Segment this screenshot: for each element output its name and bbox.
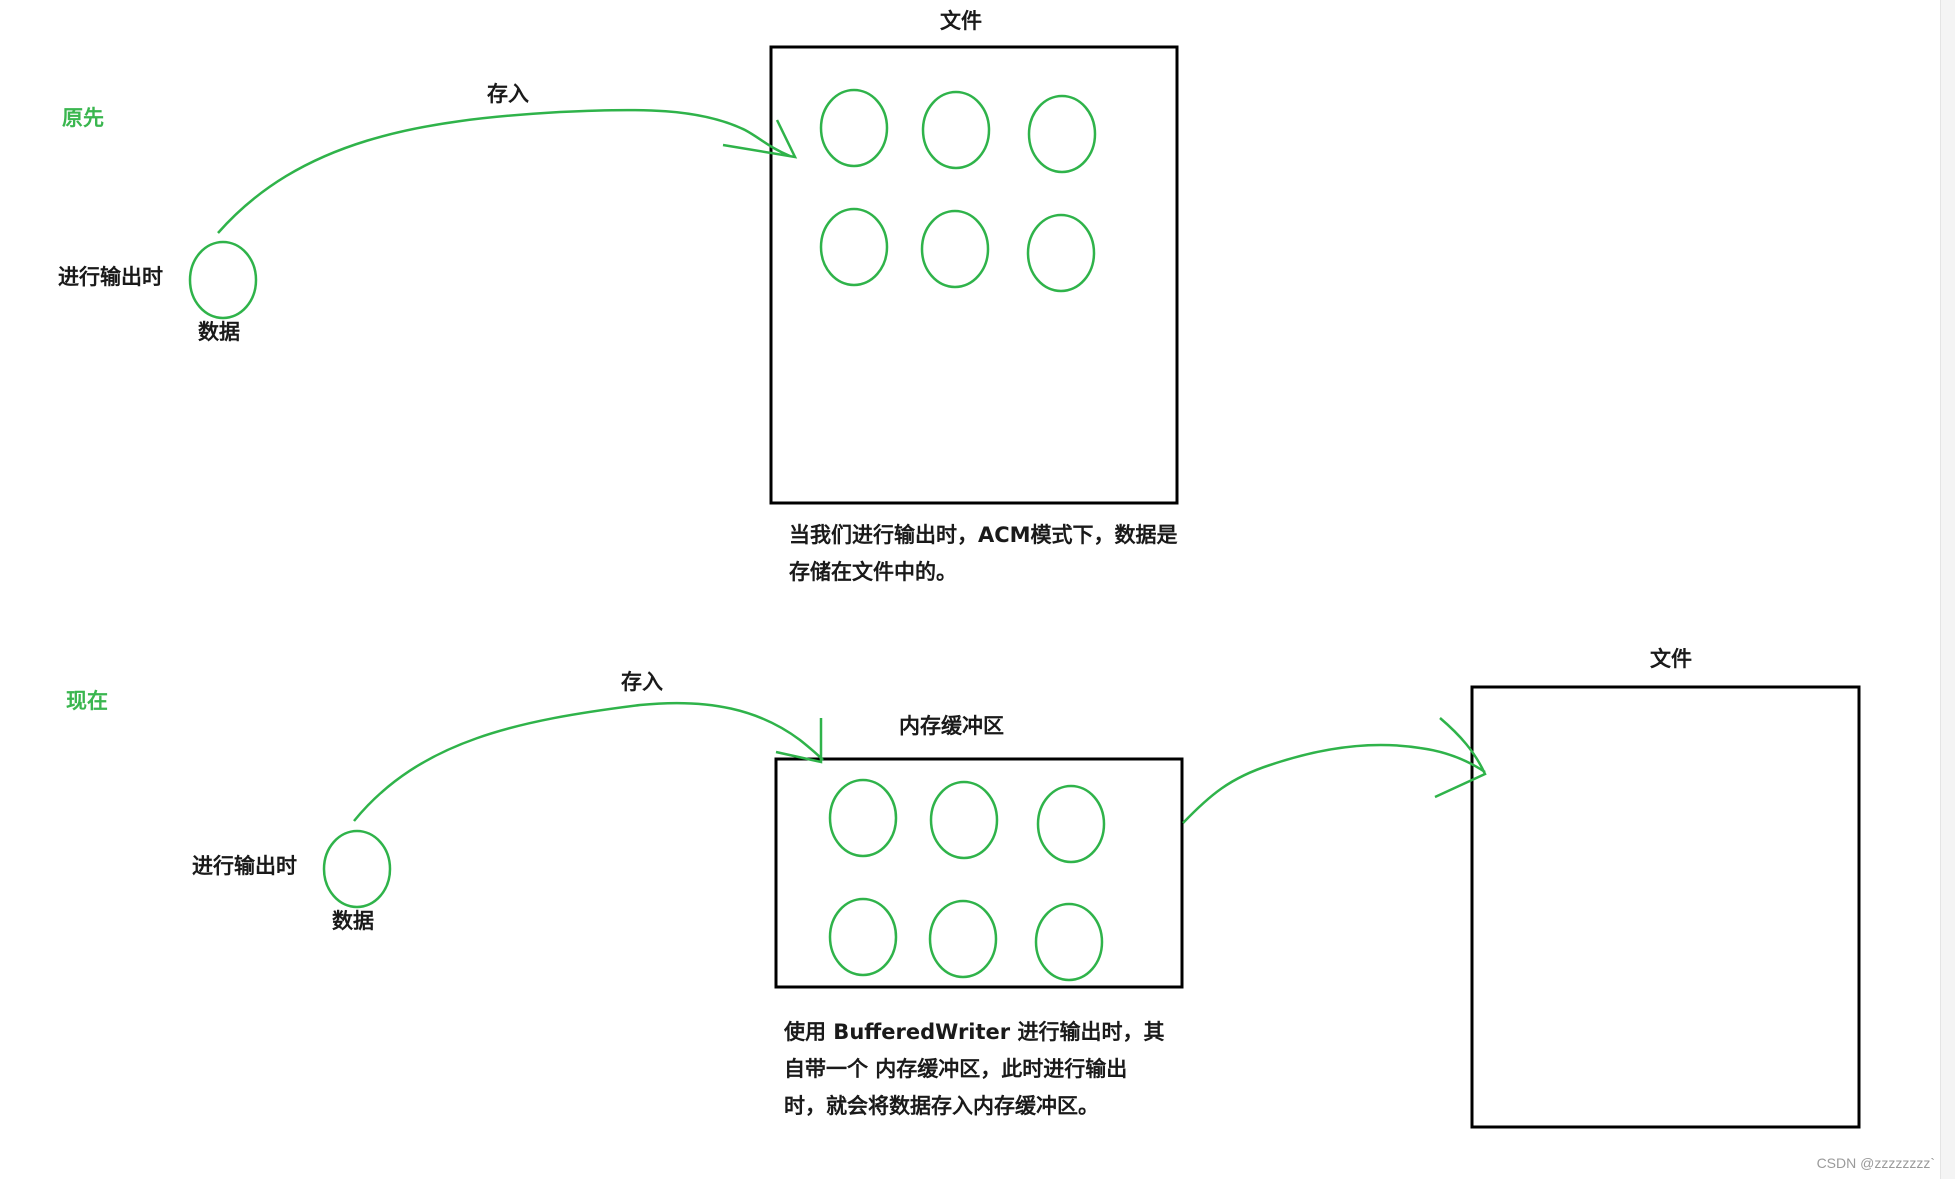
top-data-circle bbox=[188, 240, 258, 320]
top-file-title: 文件 bbox=[940, 9, 982, 33]
file-data-circle bbox=[819, 207, 889, 287]
buffer-data-circle bbox=[928, 899, 998, 979]
buffer-data-circle bbox=[828, 778, 898, 858]
bottom-data-circle bbox=[322, 829, 392, 909]
bottom-caption: 使用 BufferedWriter 进行输出时，其 自带一个 内存缓冲区，此时进… bbox=[784, 1014, 1164, 1125]
top-store-label: 存入 bbox=[487, 82, 529, 106]
file-data-circle bbox=[1026, 213, 1096, 293]
top-data-label: 数据 bbox=[198, 320, 240, 344]
caption-line: 存储在文件中的。 bbox=[789, 560, 957, 584]
bottom-store-label: 存入 bbox=[621, 670, 663, 694]
caption-line: 时，就会将数据存入内存缓冲区。 bbox=[784, 1094, 1099, 1118]
buffer-data-circle bbox=[1036, 784, 1106, 864]
watermark: CSDN @zzzzzzzz` bbox=[1816, 1155, 1935, 1171]
bottom-store-arrow bbox=[353, 701, 824, 822]
top-file-data-circles bbox=[819, 88, 1097, 293]
caption-line: 当我们进行输出时，ACM模式下，数据是 bbox=[789, 523, 1178, 547]
buffer-data-circle bbox=[828, 897, 898, 977]
file-data-circle bbox=[819, 88, 889, 168]
flush-arrow bbox=[1182, 743, 1486, 824]
top-arrowhead bbox=[722, 119, 798, 159]
buffer-data-circle bbox=[929, 780, 999, 860]
file-data-circle bbox=[1027, 94, 1097, 174]
top-caption: 当我们进行输出时，ACM模式下，数据是 存储在文件中的。 bbox=[789, 517, 1178, 591]
bottom-file-box bbox=[1470, 685, 1861, 1129]
bottom-output-label: 进行输出时 bbox=[192, 854, 297, 878]
file-data-circle bbox=[921, 90, 991, 170]
bottom-file-title: 文件 bbox=[1650, 647, 1692, 671]
file-data-circle bbox=[920, 209, 990, 289]
caption-line: 使用 BufferedWriter 进行输出时，其 bbox=[784, 1020, 1165, 1044]
flush-arrowhead bbox=[1434, 717, 1487, 799]
top-file-box bbox=[769, 45, 1179, 505]
bottom-arrowhead bbox=[775, 718, 823, 764]
section-label-now: 现在 bbox=[66, 689, 108, 713]
buffer-title: 内存缓冲区 bbox=[899, 714, 1004, 738]
top-output-label: 进行输出时 bbox=[58, 265, 163, 289]
buffer-box bbox=[774, 757, 1184, 989]
scrollbar-track[interactable] bbox=[1940, 0, 1955, 1179]
top-store-arrow bbox=[217, 108, 791, 234]
section-label-before: 原先 bbox=[62, 106, 104, 130]
bottom-data-label: 数据 bbox=[332, 909, 374, 933]
buffer-data-circle bbox=[1034, 902, 1104, 982]
caption-line: 自带一个 内存缓冲区，此时进行输出 bbox=[784, 1057, 1128, 1081]
buffer-data-circles bbox=[828, 778, 1106, 982]
